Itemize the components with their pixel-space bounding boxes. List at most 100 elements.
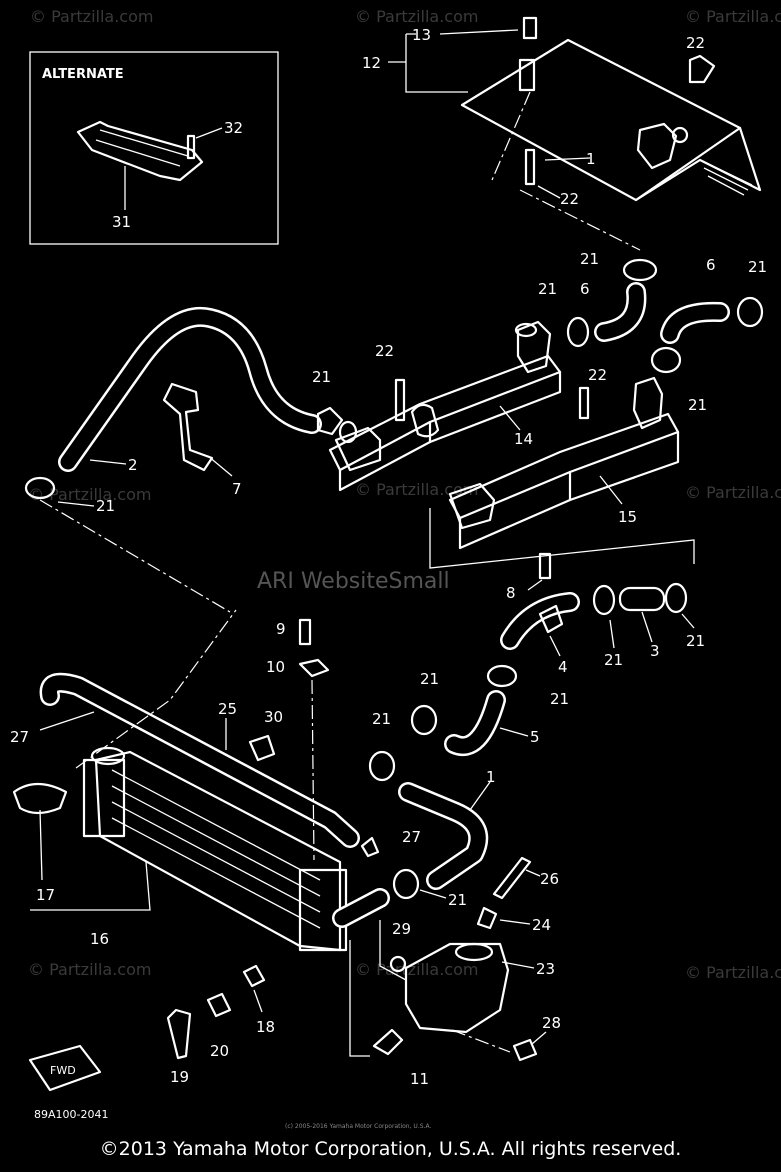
- watermark: © Partzilla.com: [355, 960, 478, 979]
- leader-line: [525, 869, 541, 877]
- leader-line: [499, 405, 521, 431]
- pipe-4-bracket: [538, 604, 564, 634]
- clamp-21: [486, 664, 518, 688]
- bolt-22: [394, 378, 406, 422]
- callout-22: 22: [375, 342, 394, 360]
- clamp-21: [316, 406, 344, 436]
- callout-25: 25: [218, 700, 237, 718]
- pipe-15: 22 15: [429, 366, 695, 569]
- leader-line: [499, 919, 531, 925]
- callout-5: 5: [530, 728, 540, 746]
- bracket-11: [349, 940, 370, 1057]
- leader-line: [419, 889, 447, 899]
- callout-22: 22: [560, 190, 579, 208]
- callout-17: 17: [36, 886, 55, 904]
- grommet-18: [242, 964, 266, 988]
- leader-line: [253, 989, 263, 1013]
- reservoir-assembly: 23 29 24 26 28: [379, 856, 561, 1062]
- hose-2: 2: [58, 306, 322, 474]
- watermark: © Partzilla.com: [355, 480, 478, 499]
- plate-fins: [699, 159, 753, 196]
- fwd-arrow: [28, 1044, 102, 1092]
- leader-line: [544, 157, 591, 161]
- plate-fitting: [636, 122, 678, 170]
- bracket-16-17: [30, 809, 151, 911]
- bolt-22: [578, 386, 590, 420]
- leader-line: [681, 613, 695, 629]
- centerline: [311, 679, 315, 861]
- tiny-copyright: (c) 2005-2016 Yamaha Motor Corporation, …: [285, 1123, 431, 1130]
- callout-26: 26: [540, 870, 559, 888]
- watermark: © Partzilla.com: [28, 960, 151, 979]
- grommet-30: [248, 734, 276, 762]
- bolt-22-lower: [524, 148, 536, 186]
- elbow-fitting-top: [516, 320, 552, 374]
- clamp-21: [650, 346, 682, 374]
- centerline: [491, 91, 531, 181]
- fitting-12: [518, 58, 536, 92]
- fwd-label: FWD: [50, 1064, 76, 1077]
- callout-6: 6: [580, 280, 590, 298]
- callout-1: 1: [586, 150, 596, 168]
- top-plate-assembly: 13 12 22 1 22: [362, 16, 762, 251]
- alternate-box: [29, 51, 279, 245]
- callout-9: 9: [276, 620, 286, 638]
- leader-line: [207, 455, 233, 477]
- callout-24: 24: [532, 916, 551, 934]
- callout-21: 21: [538, 280, 557, 298]
- callout-19: 19: [170, 1068, 189, 1086]
- callout-28: 28: [542, 1014, 561, 1032]
- callout-12: 12: [362, 54, 381, 72]
- alternate-inset: ALTERNATE 32 31: [29, 51, 279, 245]
- callout-21: 21: [550, 690, 569, 708]
- centerline: [39, 499, 231, 613]
- center-watermark: ARI WebsiteSmall: [257, 569, 450, 594]
- clamp-21: [566, 316, 590, 348]
- pipe-4-inner: [502, 594, 578, 648]
- watermark: © Partzilla.com: [685, 963, 781, 982]
- hose-1-inner: [400, 784, 486, 888]
- callout-21: 21: [604, 651, 623, 669]
- pipe-15-side: [458, 470, 572, 550]
- callout-8: 8: [506, 584, 516, 602]
- callout-15: 15: [618, 508, 637, 526]
- pipe-15-side2: [568, 430, 680, 502]
- joint-assembly: 8 4 21 3 21 21: [486, 552, 705, 708]
- leader-line: [641, 611, 653, 643]
- watermark: © Partzilla.com: [685, 7, 781, 26]
- reservoir-tank-23: [404, 942, 510, 1034]
- callout-3: 3: [650, 642, 660, 660]
- watermark: © Partzilla.com: [685, 483, 781, 502]
- callout-21: 21: [312, 368, 331, 386]
- radiator-core: [94, 750, 342, 952]
- pipe-14: 14 22 21 21: [312, 280, 590, 492]
- bolt-19: [166, 1008, 192, 1060]
- hose-25-inner: [42, 675, 358, 846]
- leader-line: [549, 635, 561, 657]
- callout-21: 21: [420, 670, 439, 688]
- callout-18: 18: [256, 1018, 275, 1036]
- callout-14: 14: [514, 430, 533, 448]
- callout-4: 4: [558, 658, 568, 676]
- callout-27: 27: [402, 828, 421, 846]
- callout-21: 21: [748, 258, 767, 276]
- elbow-fitting: [334, 426, 382, 472]
- callout-1: 1: [486, 768, 496, 786]
- leader-line: [537, 185, 561, 199]
- bolt-9: [298, 618, 312, 646]
- centerline: [519, 189, 641, 251]
- hose-2-inner: [60, 309, 320, 470]
- callout-11: 11: [410, 1070, 429, 1088]
- bolt-8: [538, 552, 552, 580]
- radiator-cap-17: [12, 782, 68, 815]
- clip-27: [360, 836, 380, 858]
- pipe-14-side: [338, 420, 432, 492]
- bracket-leader-12-13: [388, 33, 468, 93]
- leader-line: [439, 29, 519, 35]
- watermark: © Partzilla.com: [355, 7, 478, 26]
- callout-13: 13: [412, 26, 431, 44]
- callout-29: 29: [392, 920, 411, 938]
- callout-21: 21: [686, 632, 705, 650]
- leader-line: [469, 781, 491, 811]
